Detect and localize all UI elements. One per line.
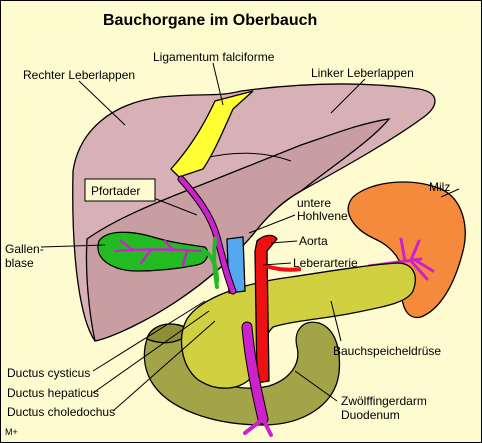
bile-ducts xyxy=(203,237,219,289)
label-ligamentum-falciforme: Ligamentum falciforme xyxy=(153,50,275,64)
gallbladder-shape xyxy=(97,231,209,272)
gallbladder-veins xyxy=(113,239,203,267)
label-rechter-leberlappen: Rechter Leberlappen xyxy=(23,68,135,82)
spleen-shape xyxy=(347,181,466,319)
hepatic-artery-shape xyxy=(258,261,302,272)
label-duodenum: Duodenum xyxy=(341,408,400,422)
label-pfortader: Pfortader xyxy=(91,184,140,198)
label-linker-leberlappen: Linker Leberlappen xyxy=(311,66,414,80)
label-milz: Milz xyxy=(429,180,450,194)
label-gallenblase-line2: blase xyxy=(5,256,34,270)
aorta-shape xyxy=(254,234,278,384)
portal-vein xyxy=(177,175,273,437)
pancreas-shape xyxy=(180,262,416,389)
liver-underside xyxy=(85,118,391,342)
label-ductus-choledochus: Ductus choledochus xyxy=(7,405,115,419)
label-untere-hohlvene-line1: untere xyxy=(297,196,331,210)
label-zwoelffingerdarm: Zwölffingerdarm xyxy=(341,394,427,408)
label-untere-hohlvene-line2: Hohlvene xyxy=(297,209,348,223)
diagram-title: Bauchorgane im Oberbauch xyxy=(103,12,317,29)
leader-lines xyxy=(40,62,460,412)
signature-mark: M+ xyxy=(5,427,18,437)
pfortader-label-box xyxy=(84,178,156,202)
label-bauchspeicheldruese: Bauchspeicheldrüse xyxy=(333,344,441,358)
label-gallenblase-line1: Gallen- xyxy=(5,242,44,256)
label-leberarterie: Leberarterie xyxy=(293,256,358,270)
label-ductus-cysticus: Ductus cysticus xyxy=(7,366,90,380)
label-aorta: Aorta xyxy=(299,234,328,248)
label-ductus-hepaticus: Ductus hepaticus xyxy=(7,386,99,400)
ligamentum-falciforme-shape xyxy=(170,90,254,178)
